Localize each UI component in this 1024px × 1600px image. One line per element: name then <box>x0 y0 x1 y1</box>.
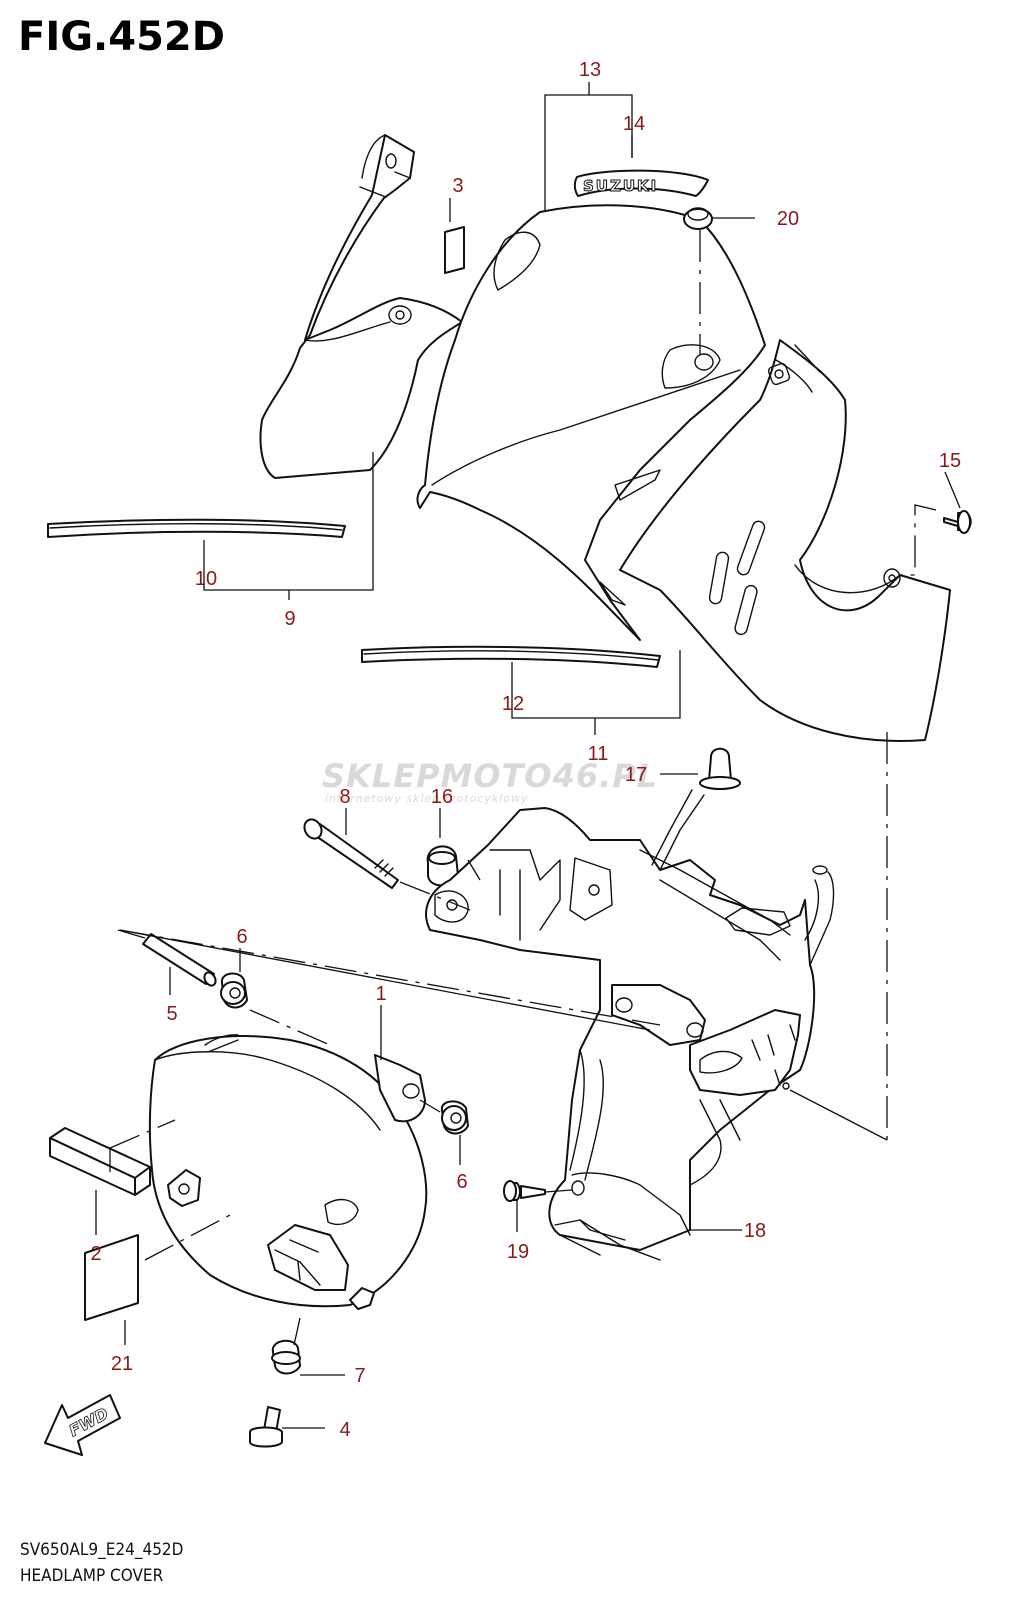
callout-9: 9 <box>284 608 295 630</box>
part-6-grommet-upper <box>220 972 248 1009</box>
callout-1: 1 <box>375 983 386 1005</box>
callout-16: 16 <box>431 786 453 808</box>
part-11-lower-cowl <box>619 339 951 742</box>
emblem-text: SUZUKI <box>583 177 658 195</box>
figure-title: FIG.452D <box>18 14 225 60</box>
callout-19: 19 <box>507 1241 529 1263</box>
callout-18: 18 <box>744 1220 766 1242</box>
callout-6-lower: 6 <box>456 1171 467 1193</box>
figure-caption: HEADLAMP COVER <box>20 1566 164 1586</box>
fwd-arrow: FWD <box>44 1394 121 1456</box>
callout-12: 12 <box>502 693 524 715</box>
callout-4: 4 <box>339 1419 350 1441</box>
part-21-label <box>84 1234 139 1321</box>
callout-6-upper: 6 <box>236 926 247 948</box>
callout-10: 10 <box>195 568 217 590</box>
callout-7: 7 <box>354 1365 365 1387</box>
part-8-bolt <box>303 818 399 889</box>
part-12-trim-strip <box>361 645 661 668</box>
part-13-headlamp-cowl <box>416 204 766 641</box>
watermark-tagline: internetowy sklep motocyklowy <box>325 792 529 805</box>
part-4-bolt <box>249 1406 283 1448</box>
part-5-pin <box>142 933 217 987</box>
callout-15: 15 <box>939 450 961 472</box>
part-7-grommet <box>271 1339 301 1375</box>
callout-21: 21 <box>111 1353 133 1375</box>
part-2-block <box>49 1127 151 1196</box>
part-1-headlamp-housing <box>148 1034 428 1310</box>
callout-11: 11 <box>588 743 609 765</box>
leader-lines <box>95 82 961 1429</box>
callout-13: 13 <box>579 59 601 81</box>
figure-code: SV650AL9_E24_452D <box>20 1540 184 1560</box>
part-10-trim-strip <box>47 518 346 538</box>
callout-20: 20 <box>777 208 799 230</box>
part-15-screw <box>943 510 972 534</box>
part-14-suzuki-emblem: SUZUKI <box>573 169 709 197</box>
callout-14: 14 <box>623 113 645 135</box>
part-20-grommet <box>683 207 713 230</box>
watermark: SKLEPMOTO46.PL internetowy sklep motocyk… <box>322 757 658 805</box>
watermark-brand: SKLEPMOTO46.PL <box>322 757 658 795</box>
callout-17: 17 <box>625 764 647 786</box>
callout-2: 2 <box>90 1243 101 1265</box>
part-17-rivet <box>699 747 741 790</box>
part-18-headlamp-bracket <box>425 807 835 1261</box>
callout-5: 5 <box>166 1003 177 1025</box>
part-9-inner-cover <box>259 134 463 479</box>
part-6-grommet-lower <box>440 1100 469 1135</box>
part-16-grommet <box>426 845 459 887</box>
callout-labels: 1 2 3 4 5 6 6 7 8 9 10 11 12 13 14 15 16… <box>90 59 961 1441</box>
callout-8: 8 <box>339 786 350 808</box>
callout-3: 3 <box>452 175 463 197</box>
part-19-bolt <box>503 1180 546 1202</box>
part-3-label <box>444 226 465 274</box>
